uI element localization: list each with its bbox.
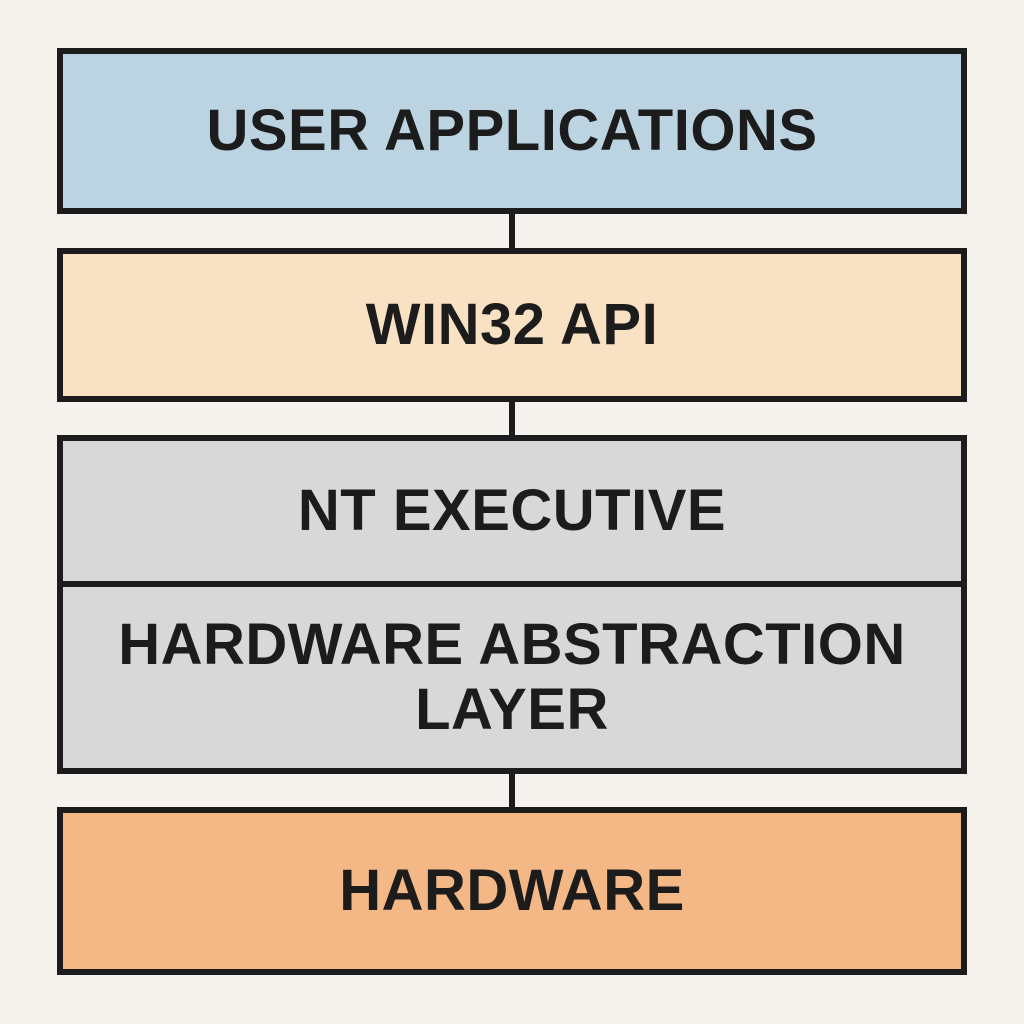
layer-kernel-group: NT EXECUTIVE HARDWARE ABSTRACTION LAYER xyxy=(57,435,967,774)
connector-apps-to-win32 xyxy=(509,212,515,252)
connector-win32-to-executive xyxy=(509,398,515,438)
layer-nt-executive: NT EXECUTIVE xyxy=(63,441,961,581)
layer-divider xyxy=(63,581,961,587)
layer-hal-label-line1: HARDWARE ABSTRACTION xyxy=(118,611,906,677)
layer-user-applications: USER APPLICATIONS xyxy=(57,48,967,214)
layer-win32-api-label: WIN32 API xyxy=(365,291,659,357)
layer-hardware-abstraction-layer: HARDWARE ABSTRACTION LAYER xyxy=(63,587,961,768)
layer-hardware-label: HARDWARE xyxy=(339,857,685,923)
layer-user-applications-label: USER APPLICATIONS xyxy=(206,97,818,163)
layer-nt-executive-label: NT EXECUTIVE xyxy=(297,477,727,543)
layer-win32-api: WIN32 API xyxy=(57,248,967,402)
layer-hal-label-line2: LAYER xyxy=(415,676,609,742)
connector-hal-to-hardware xyxy=(509,770,515,810)
layer-hardware: HARDWARE xyxy=(57,807,967,975)
